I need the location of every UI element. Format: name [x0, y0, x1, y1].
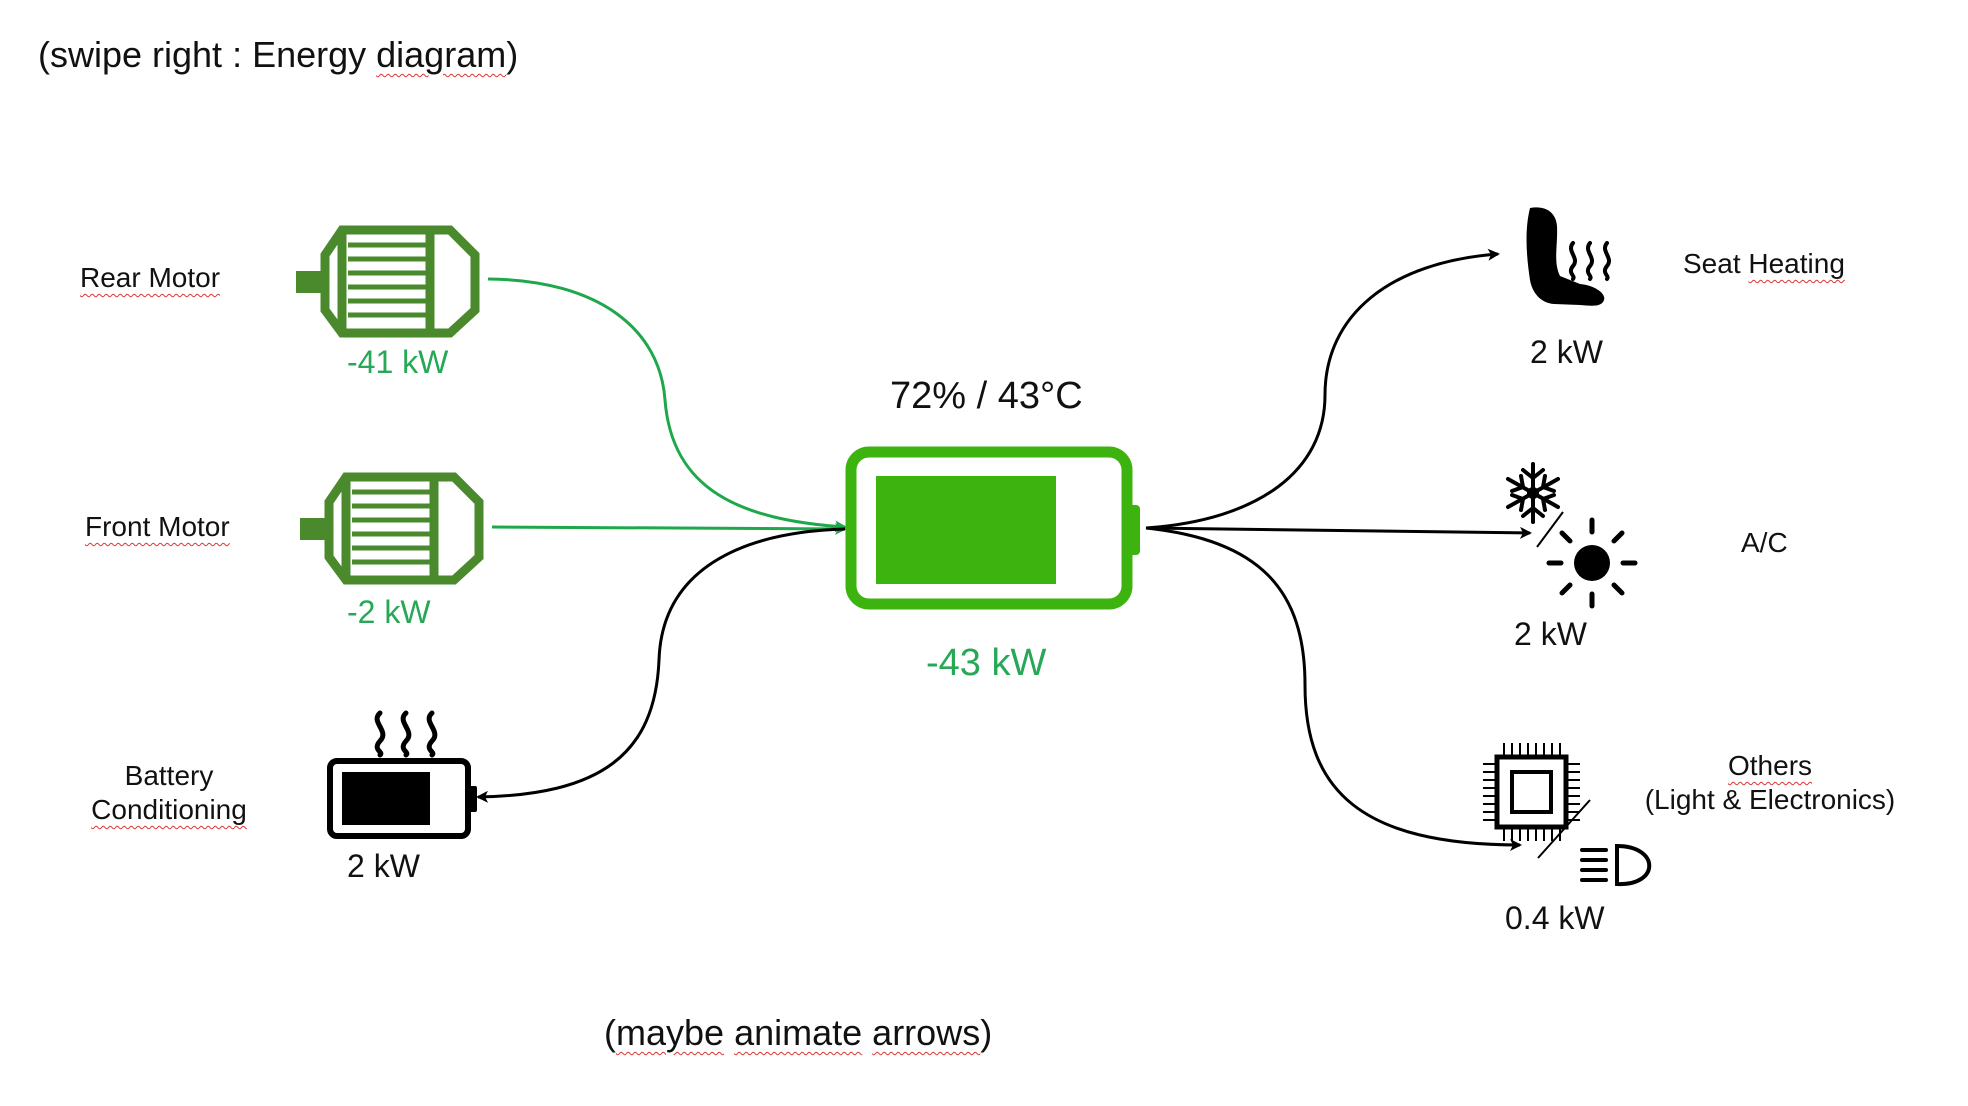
icon-separator: [1537, 799, 1591, 859]
flow-arrow-battery-conditioning: [476, 527, 846, 803]
others-label-line2: (Light & Electronics): [1644, 784, 1896, 815]
seat-heating-icon: [1526, 207, 1611, 306]
battery-charge-fill: [876, 476, 1056, 584]
top-note: (swipe right : Energy diagram): [38, 34, 519, 75]
battery-icon: [845, 446, 1140, 610]
battery-conditioning-label: Battery Conditioning: [72, 760, 266, 826]
seat-heating-power: 2 kW: [1530, 334, 1603, 370]
flow-arrow-seat-heating: [1145, 248, 1500, 530]
motor-icon: [300, 472, 484, 585]
ac-power: 2 kW: [1514, 616, 1587, 652]
snowflake-icon: [1506, 462, 1560, 524]
battery-conditioning-label-line2: Conditioning: [91, 794, 247, 825]
motor-icon: [296, 225, 480, 338]
heated-battery-icon: [327, 710, 477, 839]
flow-arrow-ac: [1145, 526, 1532, 539]
headlight-icon: [1580, 843, 1652, 887]
flow-arrow-front-motor: [491, 522, 847, 535]
sun-icon: [1546, 517, 1638, 609]
ac-label: A/C: [1741, 527, 1788, 558]
battery-conditioning-power: 2 kW: [347, 848, 420, 884]
others-label: Others (Light & Electronics): [1610, 750, 1930, 816]
chip-icon: [1483, 743, 1580, 841]
front-motor-power: -2 kW: [347, 594, 431, 630]
seat-heating-label: Seat Heating: [1683, 248, 1845, 279]
battery-conditioning-label-line1: Battery: [124, 760, 214, 791]
front-motor-label: Front Motor: [85, 511, 230, 542]
rear-motor-power: -41 kW: [347, 344, 449, 380]
battery-status: 72% / 43°C: [890, 375, 1083, 417]
battery-power: -43 kW: [926, 642, 1047, 684]
rear-motor-label: Rear Motor: [80, 262, 221, 293]
flow-arrow-others: [1145, 526, 1522, 851]
others-power: 0.4 kW: [1505, 900, 1605, 936]
bottom-note: (maybe animate arrows): [604, 1012, 993, 1053]
icon-separator: [1536, 511, 1564, 548]
flow-arrow-rear-motor: [487, 277, 847, 533]
others-label-line1: Others: [1727, 750, 1813, 781]
